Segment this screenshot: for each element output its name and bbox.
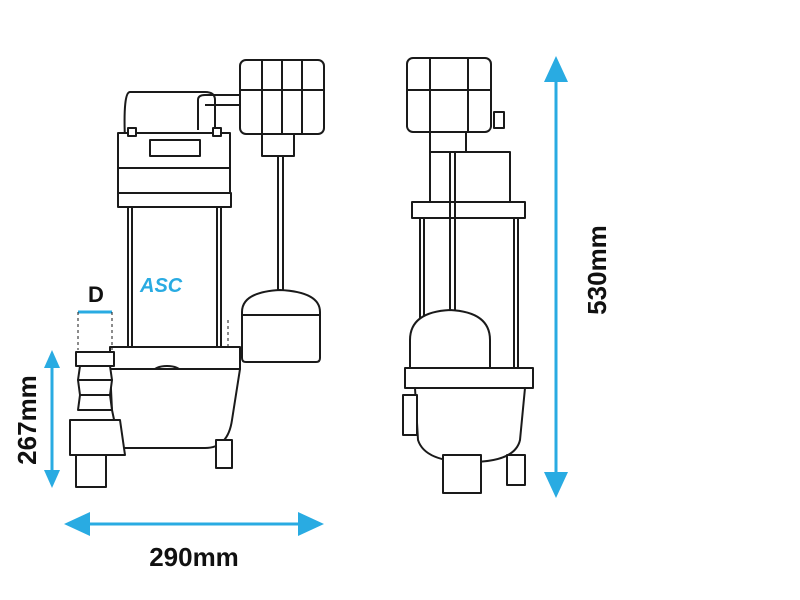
inlet-height-dimension: 267mm xyxy=(12,350,60,488)
float-ball-front xyxy=(409,309,491,376)
pump-side-view: ASC xyxy=(69,59,325,488)
diameter-label: D xyxy=(88,282,104,307)
height-dimension: 530mm xyxy=(544,56,612,498)
diameter-marker: D xyxy=(77,282,113,350)
pump-volute xyxy=(109,368,241,449)
height-label: 530mm xyxy=(582,225,612,315)
float-ball xyxy=(241,289,321,363)
width-dimension: 290mm xyxy=(64,512,324,572)
width-label: 290mm xyxy=(149,542,239,572)
inlet-height-label: 267mm xyxy=(12,375,42,465)
outlet-barb xyxy=(75,351,115,367)
float-switch-head-front xyxy=(406,57,492,133)
pump-front-view xyxy=(402,57,534,494)
pump-volute-front xyxy=(414,387,526,463)
motor-housing xyxy=(127,206,222,348)
brand-logo: ASC xyxy=(139,275,183,297)
cable xyxy=(123,91,216,141)
